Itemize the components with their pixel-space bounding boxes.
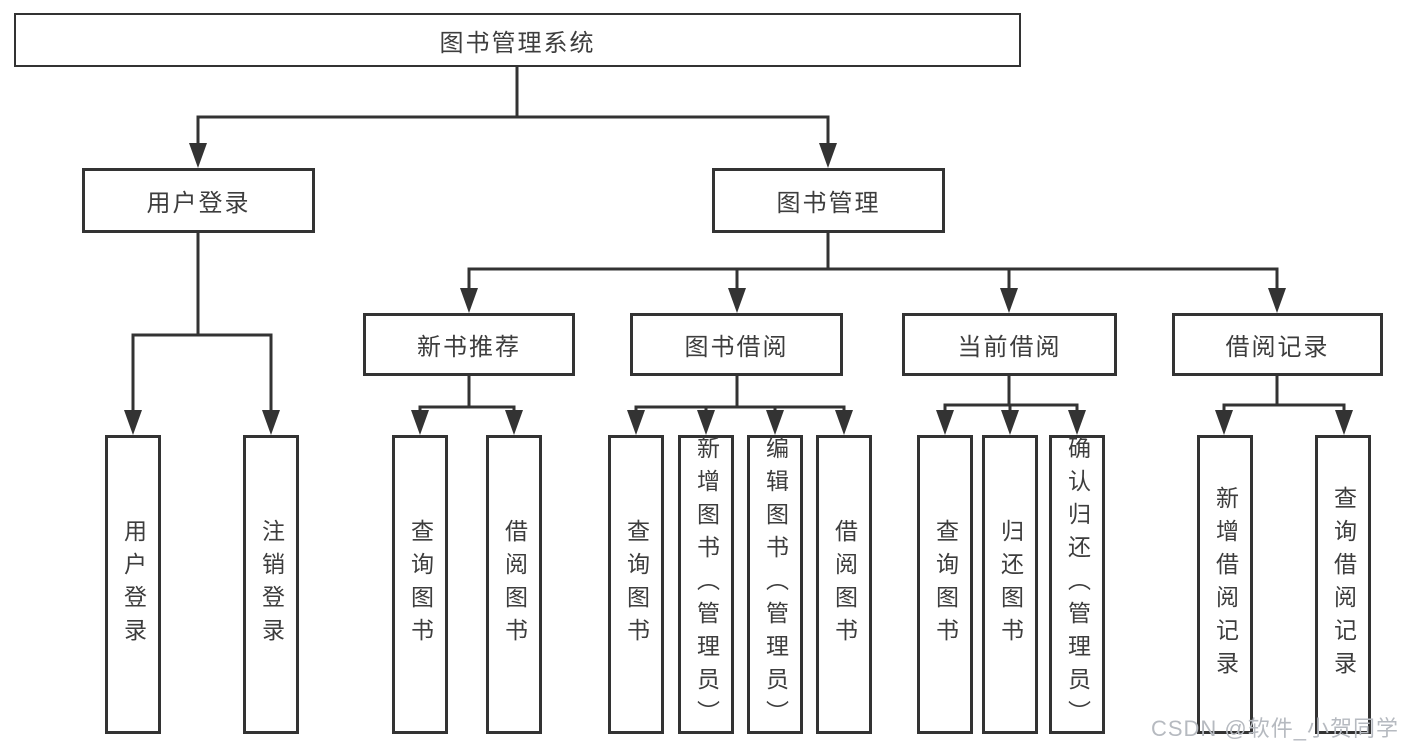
node-label: 图书管理: [776, 190, 881, 217]
arrowhead: [819, 143, 837, 168]
leaf-add-borrow-record: 新增借阅记录: [1197, 435, 1253, 734]
node-borrowing-records: 借阅记录: [1172, 313, 1383, 376]
leaf-user-login: 用户登录: [105, 435, 161, 734]
leaf-label: 注销登录: [258, 518, 285, 651]
arrowhead: [1001, 410, 1019, 435]
arrowhead: [936, 410, 954, 435]
leaf-query-books-recommend: 查询图书: [392, 435, 448, 734]
leaf-label: 编辑图书（管理员）: [762, 436, 789, 733]
leaf-label: 用户登录: [120, 518, 147, 651]
connector-recommend-to-leaves: [418, 374, 516, 419]
connector-records-to-leaves: [1222, 374, 1346, 419]
node-label: 图书管理系统: [439, 29, 596, 57]
leaf-label: 新增借阅记录: [1212, 485, 1239, 684]
arrowhead: [1268, 288, 1286, 313]
arrowhead: [728, 288, 746, 313]
arrowhead: [835, 410, 853, 435]
leaf-return-books: 归还图书: [982, 435, 1038, 734]
leaf-label: 新增图书（管理员）: [693, 436, 720, 733]
connector-root-to-level1: [196, 65, 830, 152]
arrowhead: [766, 410, 784, 435]
leaf-confirm-return-admin: 确认归还（管理员）: [1049, 435, 1105, 734]
arrowhead: [1215, 410, 1233, 435]
leaf-label: 确认归还（管理员）: [1064, 436, 1091, 733]
arrowhead: [697, 410, 715, 435]
node-new-book-recommend: 新书推荐: [363, 313, 575, 376]
leaf-edit-books-admin: 编辑图书（管理员）: [747, 435, 803, 734]
leaf-label: 借阅图书: [831, 518, 858, 651]
leaf-borrow-books-borrowing: 借阅图书: [816, 435, 872, 734]
leaf-borrow-books-recommend: 借阅图书: [486, 435, 542, 734]
node-label: 新书推荐: [417, 334, 521, 361]
arrowhead: [189, 143, 207, 168]
leaf-query-borrow-record: 查询借阅记录: [1315, 435, 1371, 734]
arrowhead: [262, 410, 280, 435]
leaf-logout-login: 注销登录: [243, 435, 299, 734]
arrowhead: [505, 410, 523, 435]
connector-bookmgmt-to-level2: [467, 231, 1279, 297]
node-book-management: 图书管理: [712, 168, 945, 233]
node-label: 当前借阅: [957, 334, 1062, 361]
leaf-query-books-borrowing: 查询图书: [608, 435, 664, 734]
leaf-label: 查询借阅记录: [1330, 485, 1357, 684]
leaf-label: 查询图书: [623, 518, 650, 651]
node-root-system: 图书管理系统: [14, 13, 1021, 67]
leaf-label: 查询图书: [407, 518, 434, 651]
node-label: 图书借阅: [684, 334, 789, 361]
arrowhead: [1335, 410, 1353, 435]
node-book-borrowing: 图书借阅: [630, 313, 843, 376]
arrowhead: [1000, 288, 1018, 313]
node-label: 用户登录: [146, 190, 251, 217]
arrowhead: [627, 410, 645, 435]
leaf-label: 归还图书: [997, 518, 1024, 651]
arrowhead: [460, 288, 478, 313]
leaf-query-books-current: 查询图书: [917, 435, 973, 734]
node-label: 借阅记录: [1225, 334, 1330, 361]
arrowhead: [124, 410, 142, 435]
connector-userlogin-to-leaves: [131, 231, 273, 419]
leaf-label: 借阅图书: [501, 518, 528, 651]
node-user-login: 用户登录: [82, 168, 315, 233]
connector-borrow-to-leaves: [634, 374, 846, 419]
node-current-borrowing: 当前借阅: [902, 313, 1117, 376]
arrowhead: [411, 410, 429, 435]
csdn-watermark: CSDN @软件_小贺同学: [1150, 716, 1399, 741]
leaf-label: 查询图书: [932, 518, 959, 651]
arrowhead: [1068, 410, 1086, 435]
leaf-add-books-admin: 新增图书（管理员）: [678, 435, 734, 734]
